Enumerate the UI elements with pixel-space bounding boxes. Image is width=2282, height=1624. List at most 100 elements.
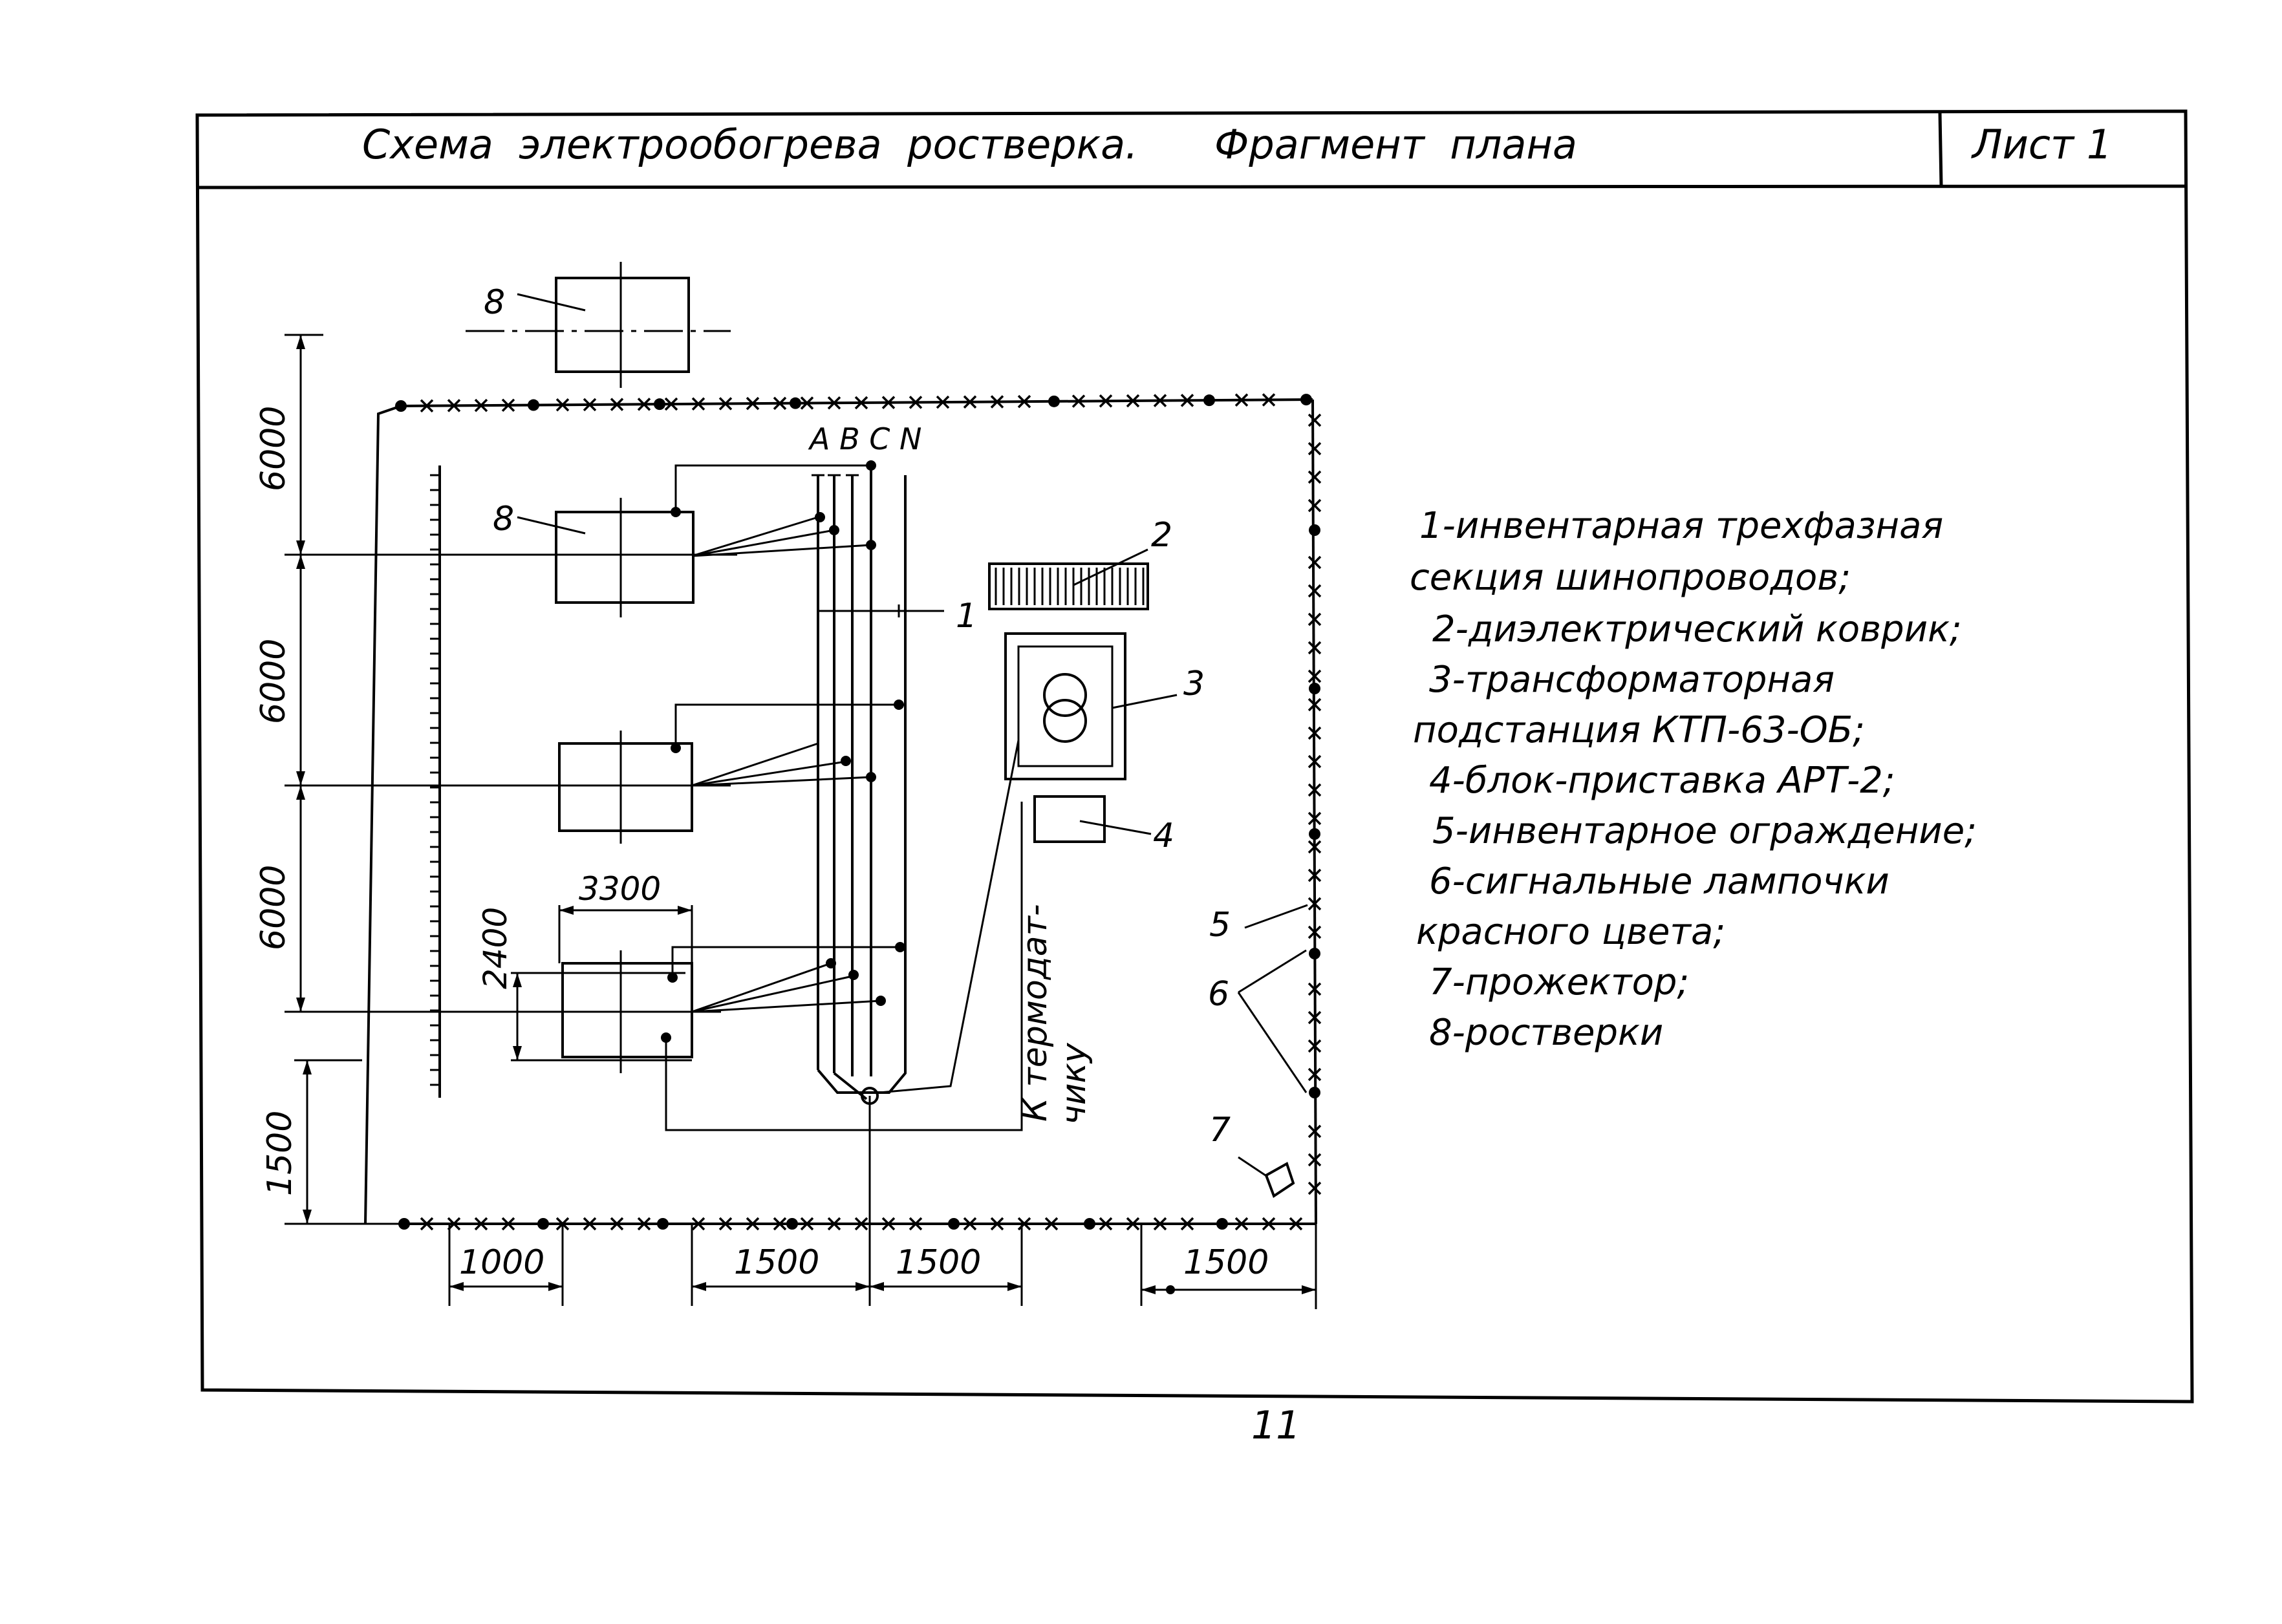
fence-cross bbox=[583, 398, 597, 412]
fence-cross bbox=[1308, 669, 1322, 683]
fence-cross bbox=[800, 396, 814, 410]
legend-line: 6-сигнальные лампочки bbox=[1429, 860, 1889, 903]
callout-7: 7 bbox=[1209, 1111, 1231, 1149]
signal-lamp bbox=[1309, 683, 1320, 694]
fence-cross bbox=[1099, 394, 1113, 408]
fence-cross bbox=[1308, 612, 1322, 626]
callout-8-top: 8 bbox=[484, 283, 505, 322]
fence-cross bbox=[854, 396, 868, 410]
pile-cap-2 bbox=[558, 731, 693, 844]
fence-cross bbox=[1308, 1153, 1322, 1167]
fence-cross bbox=[718, 1217, 733, 1231]
fence-cross bbox=[474, 398, 488, 412]
dim-v2-label: 6000 bbox=[254, 639, 293, 724]
cable-label-line2: чику bbox=[1055, 1042, 1093, 1125]
callout-2: 2 bbox=[1151, 516, 1172, 555]
fence-cross bbox=[1308, 1039, 1322, 1053]
fence-cross bbox=[1308, 470, 1322, 484]
signal-lamp bbox=[786, 1218, 798, 1230]
transformer-substation bbox=[1004, 632, 1178, 780]
fence-cross bbox=[881, 1217, 896, 1231]
dim-h2-label: 1500 bbox=[734, 1243, 819, 1282]
connection-dots bbox=[661, 460, 905, 1105]
signal-lamp bbox=[537, 1218, 549, 1230]
fence-cross bbox=[1308, 811, 1322, 826]
pile-dimension-lines bbox=[511, 905, 693, 1062]
fence-cross bbox=[1308, 1067, 1322, 1082]
dim-h3-label: 1500 bbox=[896, 1243, 981, 1282]
pile-cap-outside bbox=[466, 262, 731, 388]
signal-lamp bbox=[1216, 1218, 1228, 1230]
fence-cross bbox=[1289, 1217, 1303, 1231]
dielectric-mat bbox=[988, 548, 1149, 610]
fence-cross bbox=[1308, 783, 1322, 797]
leader-5 bbox=[1244, 904, 1308, 929]
fence-cross bbox=[909, 396, 923, 409]
fence-cross bbox=[1308, 840, 1322, 854]
callout-3: 3 bbox=[1183, 665, 1205, 703]
signal-lamp bbox=[1084, 1218, 1095, 1230]
legend-line: подстанция КТП-63-ОБ; bbox=[1413, 709, 1865, 751]
fence-cross bbox=[637, 1217, 651, 1231]
signal-lamp bbox=[1309, 524, 1320, 536]
fence-cross bbox=[1017, 394, 1031, 409]
fence-cross bbox=[1153, 394, 1167, 407]
fence-cross bbox=[1308, 726, 1322, 740]
fence-cross bbox=[827, 1217, 841, 1231]
fence-cross bbox=[854, 1217, 868, 1231]
signal-lamp bbox=[1309, 828, 1320, 840]
cable-label-line1: К термодат- bbox=[1016, 904, 1055, 1122]
fence-cross bbox=[420, 399, 434, 412]
fence-cross bbox=[1262, 1217, 1276, 1231]
fence-cross bbox=[746, 1217, 760, 1231]
fence-cross bbox=[1308, 1181, 1322, 1195]
fence-cross bbox=[637, 398, 651, 411]
pile-cap-3 bbox=[561, 950, 693, 1073]
fence-cross bbox=[990, 1217, 1004, 1231]
drawing-title: Схема электрообогрева ростверка. Фрагмен… bbox=[362, 121, 1577, 168]
fence-cross bbox=[773, 1217, 787, 1231]
signal-lamp bbox=[398, 1218, 410, 1230]
fence-cross bbox=[691, 1217, 705, 1231]
fence-cross bbox=[1308, 442, 1322, 456]
callout-5: 5 bbox=[1209, 906, 1231, 945]
signal-lamp bbox=[1309, 1087, 1320, 1098]
legend-line: 4-блок-приставка АРТ-2; bbox=[1429, 760, 1895, 802]
callout-1: 1 bbox=[956, 597, 977, 636]
signal-lamp bbox=[1203, 394, 1215, 407]
fence-cross bbox=[1308, 555, 1322, 570]
signal-lamp bbox=[790, 397, 801, 409]
dim-pile-width: 3300 bbox=[579, 870, 661, 908]
dim-v4-label: 1500 bbox=[261, 1111, 299, 1196]
legend-line: 8-ростверки bbox=[1429, 1012, 1663, 1054]
sheet-frame bbox=[195, 109, 2194, 1404]
fence-cross bbox=[1180, 394, 1194, 407]
fence-cross bbox=[691, 397, 705, 411]
fence-cross bbox=[1308, 584, 1322, 598]
fence-cross bbox=[800, 1217, 814, 1231]
fence-cross bbox=[963, 1217, 977, 1231]
fence-cross bbox=[1308, 498, 1322, 513]
page-number: 11 bbox=[1251, 1403, 1300, 1448]
horizontal-dimension-chain bbox=[448, 1224, 1317, 1309]
fence-cross bbox=[1308, 1124, 1322, 1138]
fence-cross bbox=[1044, 1217, 1059, 1231]
fence-cross bbox=[555, 398, 570, 412]
fence-cross bbox=[1308, 897, 1322, 911]
fence-cross bbox=[1308, 641, 1322, 655]
fence-cross bbox=[1308, 413, 1322, 427]
callout-4: 4 bbox=[1153, 817, 1174, 855]
signal-lamp bbox=[1309, 948, 1320, 959]
signal-lamp bbox=[528, 399, 539, 411]
feeder-cables bbox=[665, 464, 1023, 1228]
dim-h1-label: 1000 bbox=[459, 1243, 544, 1282]
fence-cross bbox=[1308, 1010, 1322, 1025]
fence-cross bbox=[1308, 982, 1322, 996]
signal-lamp bbox=[1300, 394, 1312, 406]
leader-6b bbox=[1237, 992, 1308, 1093]
fence-cross bbox=[1099, 1217, 1113, 1231]
fence-cross bbox=[610, 1217, 624, 1231]
dim-pile-height: 2400 bbox=[477, 907, 514, 989]
signal-lamp bbox=[657, 1218, 669, 1230]
